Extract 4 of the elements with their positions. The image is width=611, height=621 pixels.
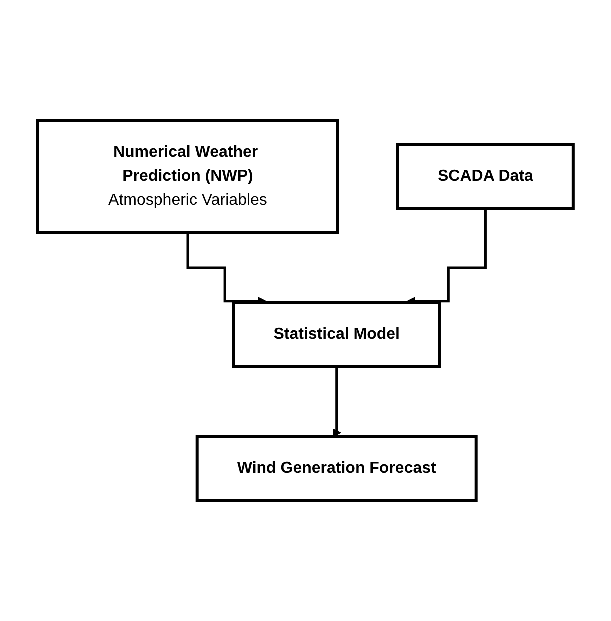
node-box: Wind Generation Forecast	[196, 435, 478, 502]
node-box: Numerical Weather Prediction (NWP) Atmospheric Variables	[36, 119, 340, 234]
node-box: SCADA Data	[396, 143, 575, 210]
node-box: Statistical Model	[232, 301, 442, 368]
